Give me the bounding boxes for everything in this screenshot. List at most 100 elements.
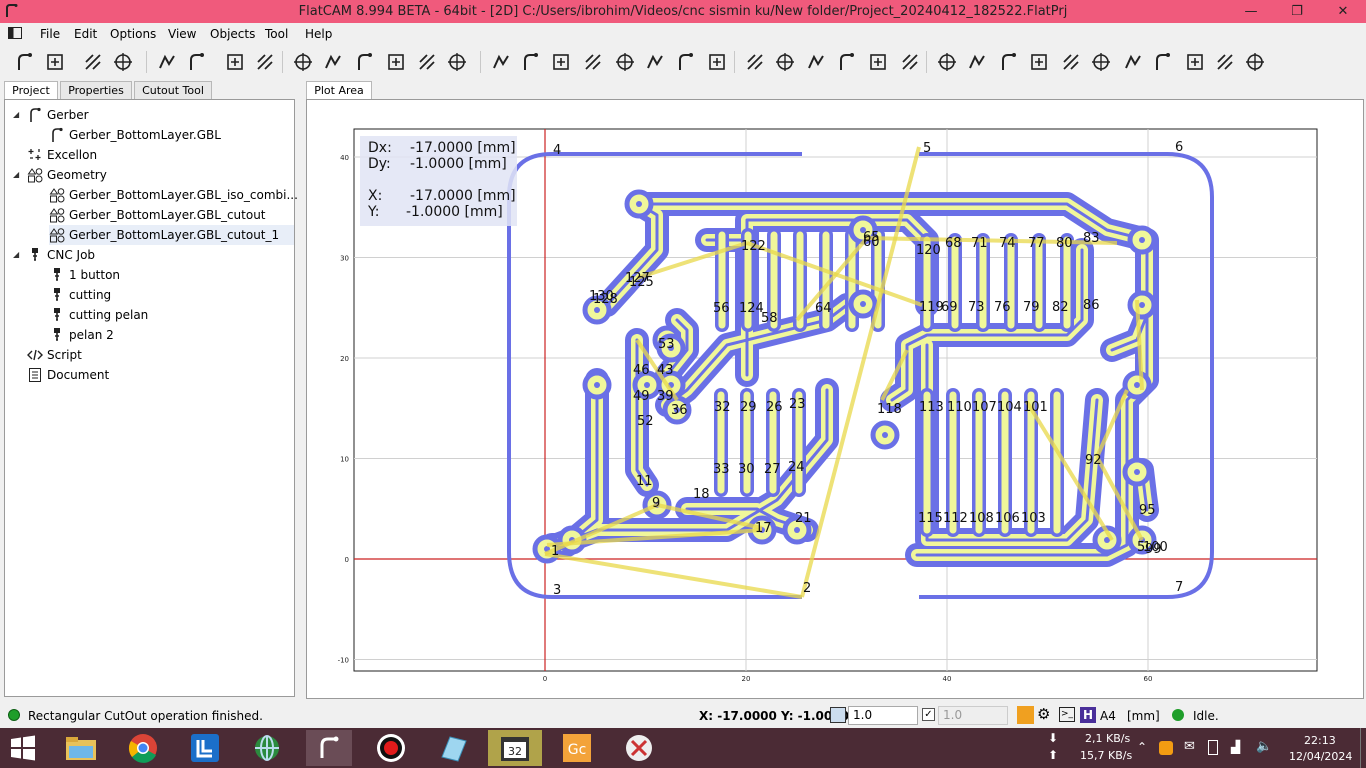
show-desktop-button[interactable] xyxy=(1360,728,1366,768)
tree-item[interactable]: cutting pelan xyxy=(49,305,294,325)
tree-expand-arrow-icon[interactable]: ◢ xyxy=(13,170,20,179)
new-gerber-icon[interactable] xyxy=(184,49,210,75)
tree-item[interactable]: 1 button xyxy=(49,265,294,285)
open-project-icon[interactable] xyxy=(80,49,106,75)
flip-icon[interactable] xyxy=(488,49,514,75)
tree-item[interactable]: Gerber xyxy=(27,105,294,125)
rules-check-icon[interactable] xyxy=(803,49,829,75)
etch-icon[interactable] xyxy=(1242,49,1268,75)
jump-to-icon[interactable] xyxy=(383,49,409,75)
grid-snap-icon[interactable] xyxy=(444,49,470,75)
tree-item[interactable]: pelan 2 xyxy=(49,325,294,345)
panel-toggle-icon[interactable] xyxy=(8,27,22,42)
grid-snap-icon[interactable] xyxy=(830,707,846,723)
menu-edit[interactable]: Edit xyxy=(74,27,98,41)
grid-x-input[interactable]: 1.0 xyxy=(848,706,918,725)
axis-toggle-icon[interactable] xyxy=(1017,706,1034,724)
notes-app-icon[interactable] xyxy=(430,730,476,766)
tree-item[interactable]: Gerber_BottomLayer.GBL_cutout xyxy=(49,205,294,225)
tree-item[interactable]: CNC Job xyxy=(27,245,294,265)
drill-icon[interactable] xyxy=(934,49,960,75)
tree-expand-arrow-icon[interactable]: ◢ xyxy=(13,110,20,119)
isolation-icon[interactable] xyxy=(673,49,699,75)
hud-icon[interactable]: H xyxy=(1080,707,1096,723)
extract-icon[interactable] xyxy=(1150,49,1176,75)
menu-objects[interactable]: Objects xyxy=(210,27,256,41)
paint-icon[interactable] xyxy=(642,49,668,75)
tab-cutout-tool[interactable]: Cutout Tool xyxy=(134,81,212,99)
cnc-icon[interactable] xyxy=(897,49,923,75)
tree-item[interactable]: Gerber_BottomLayer.GBL_cutout_1 xyxy=(49,225,294,245)
page-size[interactable]: A4 xyxy=(1100,709,1116,723)
grid-link-checkbox[interactable]: ✓ xyxy=(922,708,935,721)
panelize-icon[interactable] xyxy=(742,49,768,75)
battery-icon[interactable] xyxy=(1208,740,1218,755)
minimize-button[interactable]: — xyxy=(1244,4,1258,19)
tab-project[interactable]: Project xyxy=(4,81,58,99)
calibrate-icon[interactable] xyxy=(1120,49,1146,75)
tree-expand-arrow-icon[interactable]: ◢ xyxy=(13,250,20,259)
locate-icon[interactable] xyxy=(414,49,440,75)
grid-y-input[interactable]: 1.0 xyxy=(938,706,1008,725)
show-hidden-icons[interactable]: ⌃ xyxy=(1137,740,1148,754)
set-origin-icon[interactable] xyxy=(352,49,378,75)
tree-item[interactable]: Gerber_BottomLayer.GBL xyxy=(49,125,294,145)
copper-thieving-icon[interactable] xyxy=(964,49,990,75)
solder-paste-icon[interactable] xyxy=(704,49,730,75)
new-geometry-icon[interactable] xyxy=(154,49,180,75)
gcode-app-icon[interactable]: Gc xyxy=(554,730,600,766)
tree-item[interactable]: Script xyxy=(27,345,294,365)
punch-icon[interactable] xyxy=(1088,49,1114,75)
close-button[interactable]: ✕ xyxy=(1337,4,1349,19)
tree-item[interactable]: cutting xyxy=(49,285,294,305)
ncc-icon[interactable] xyxy=(612,49,638,75)
align-icon[interactable] xyxy=(548,49,574,75)
menu-tool[interactable]: Tool xyxy=(265,27,289,41)
tree-item[interactable]: Excellon xyxy=(27,145,294,165)
delete-icon[interactable] xyxy=(252,49,278,75)
calculators-icon[interactable] xyxy=(865,49,891,75)
align-objects-icon[interactable] xyxy=(996,49,1022,75)
tree-item[interactable]: Gerber_BottomLayer.GBL_iso_combi... xyxy=(49,185,298,205)
volume-icon[interactable]: 🔈 xyxy=(1256,739,1273,754)
settings-icon[interactable]: ⚙ xyxy=(1037,705,1051,723)
tray-mail-icon[interactable]: ✉ xyxy=(1184,739,1195,754)
units-label[interactable]: [mm] xyxy=(1127,709,1160,723)
tray-app-icon[interactable] xyxy=(1159,741,1173,755)
screen-recorder-icon[interactable] xyxy=(368,730,414,766)
ldplayer-icon[interactable] xyxy=(182,730,228,766)
maximize-button[interactable]: ❐ xyxy=(1291,4,1303,19)
distance-icon[interactable] xyxy=(290,49,316,75)
flatcam-taskbar-icon[interactable] xyxy=(306,730,352,766)
shell-icon[interactable]: >_ xyxy=(1059,707,1075,722)
tree-item[interactable]: Geometry xyxy=(27,165,294,185)
invert-icon[interactable] xyxy=(1182,49,1208,75)
optimal-icon[interactable] xyxy=(834,49,860,75)
tab-properties[interactable]: Properties xyxy=(60,81,132,99)
chrome-icon[interactable] xyxy=(120,730,166,766)
clock-date[interactable]: 12/04/2024 xyxy=(1289,750,1353,763)
open-gerber-icon[interactable] xyxy=(12,49,38,75)
tree-item[interactable]: Document xyxy=(27,365,294,385)
globe-app-icon[interactable] xyxy=(244,730,290,766)
media-app-icon[interactable]: 32 xyxy=(488,730,542,766)
file-explorer-icon[interactable] xyxy=(58,730,104,766)
wifi-icon[interactable]: ▟ xyxy=(1231,740,1241,754)
qrcode-icon[interactable] xyxy=(1026,49,1052,75)
start-button[interactable] xyxy=(0,730,46,766)
menu-help[interactable]: Help xyxy=(305,27,333,41)
open-excellon-icon[interactable] xyxy=(42,49,68,75)
menu-options[interactable]: Options xyxy=(110,27,157,41)
menu-file[interactable]: File xyxy=(40,27,61,41)
distance-min-icon[interactable] xyxy=(320,49,346,75)
corners-icon[interactable] xyxy=(1212,49,1238,75)
fiducials-icon[interactable] xyxy=(1058,49,1084,75)
mirror-icon[interactable] xyxy=(518,49,544,75)
menu-view[interactable]: View xyxy=(168,27,197,41)
cutout-icon[interactable] xyxy=(580,49,606,75)
tab-plot-area[interactable]: Plot Area xyxy=(306,81,372,99)
clock-time[interactable]: 22:13 xyxy=(1304,734,1336,747)
new-document-icon[interactable] xyxy=(222,49,248,75)
snipping-tool-icon[interactable] xyxy=(616,730,662,766)
